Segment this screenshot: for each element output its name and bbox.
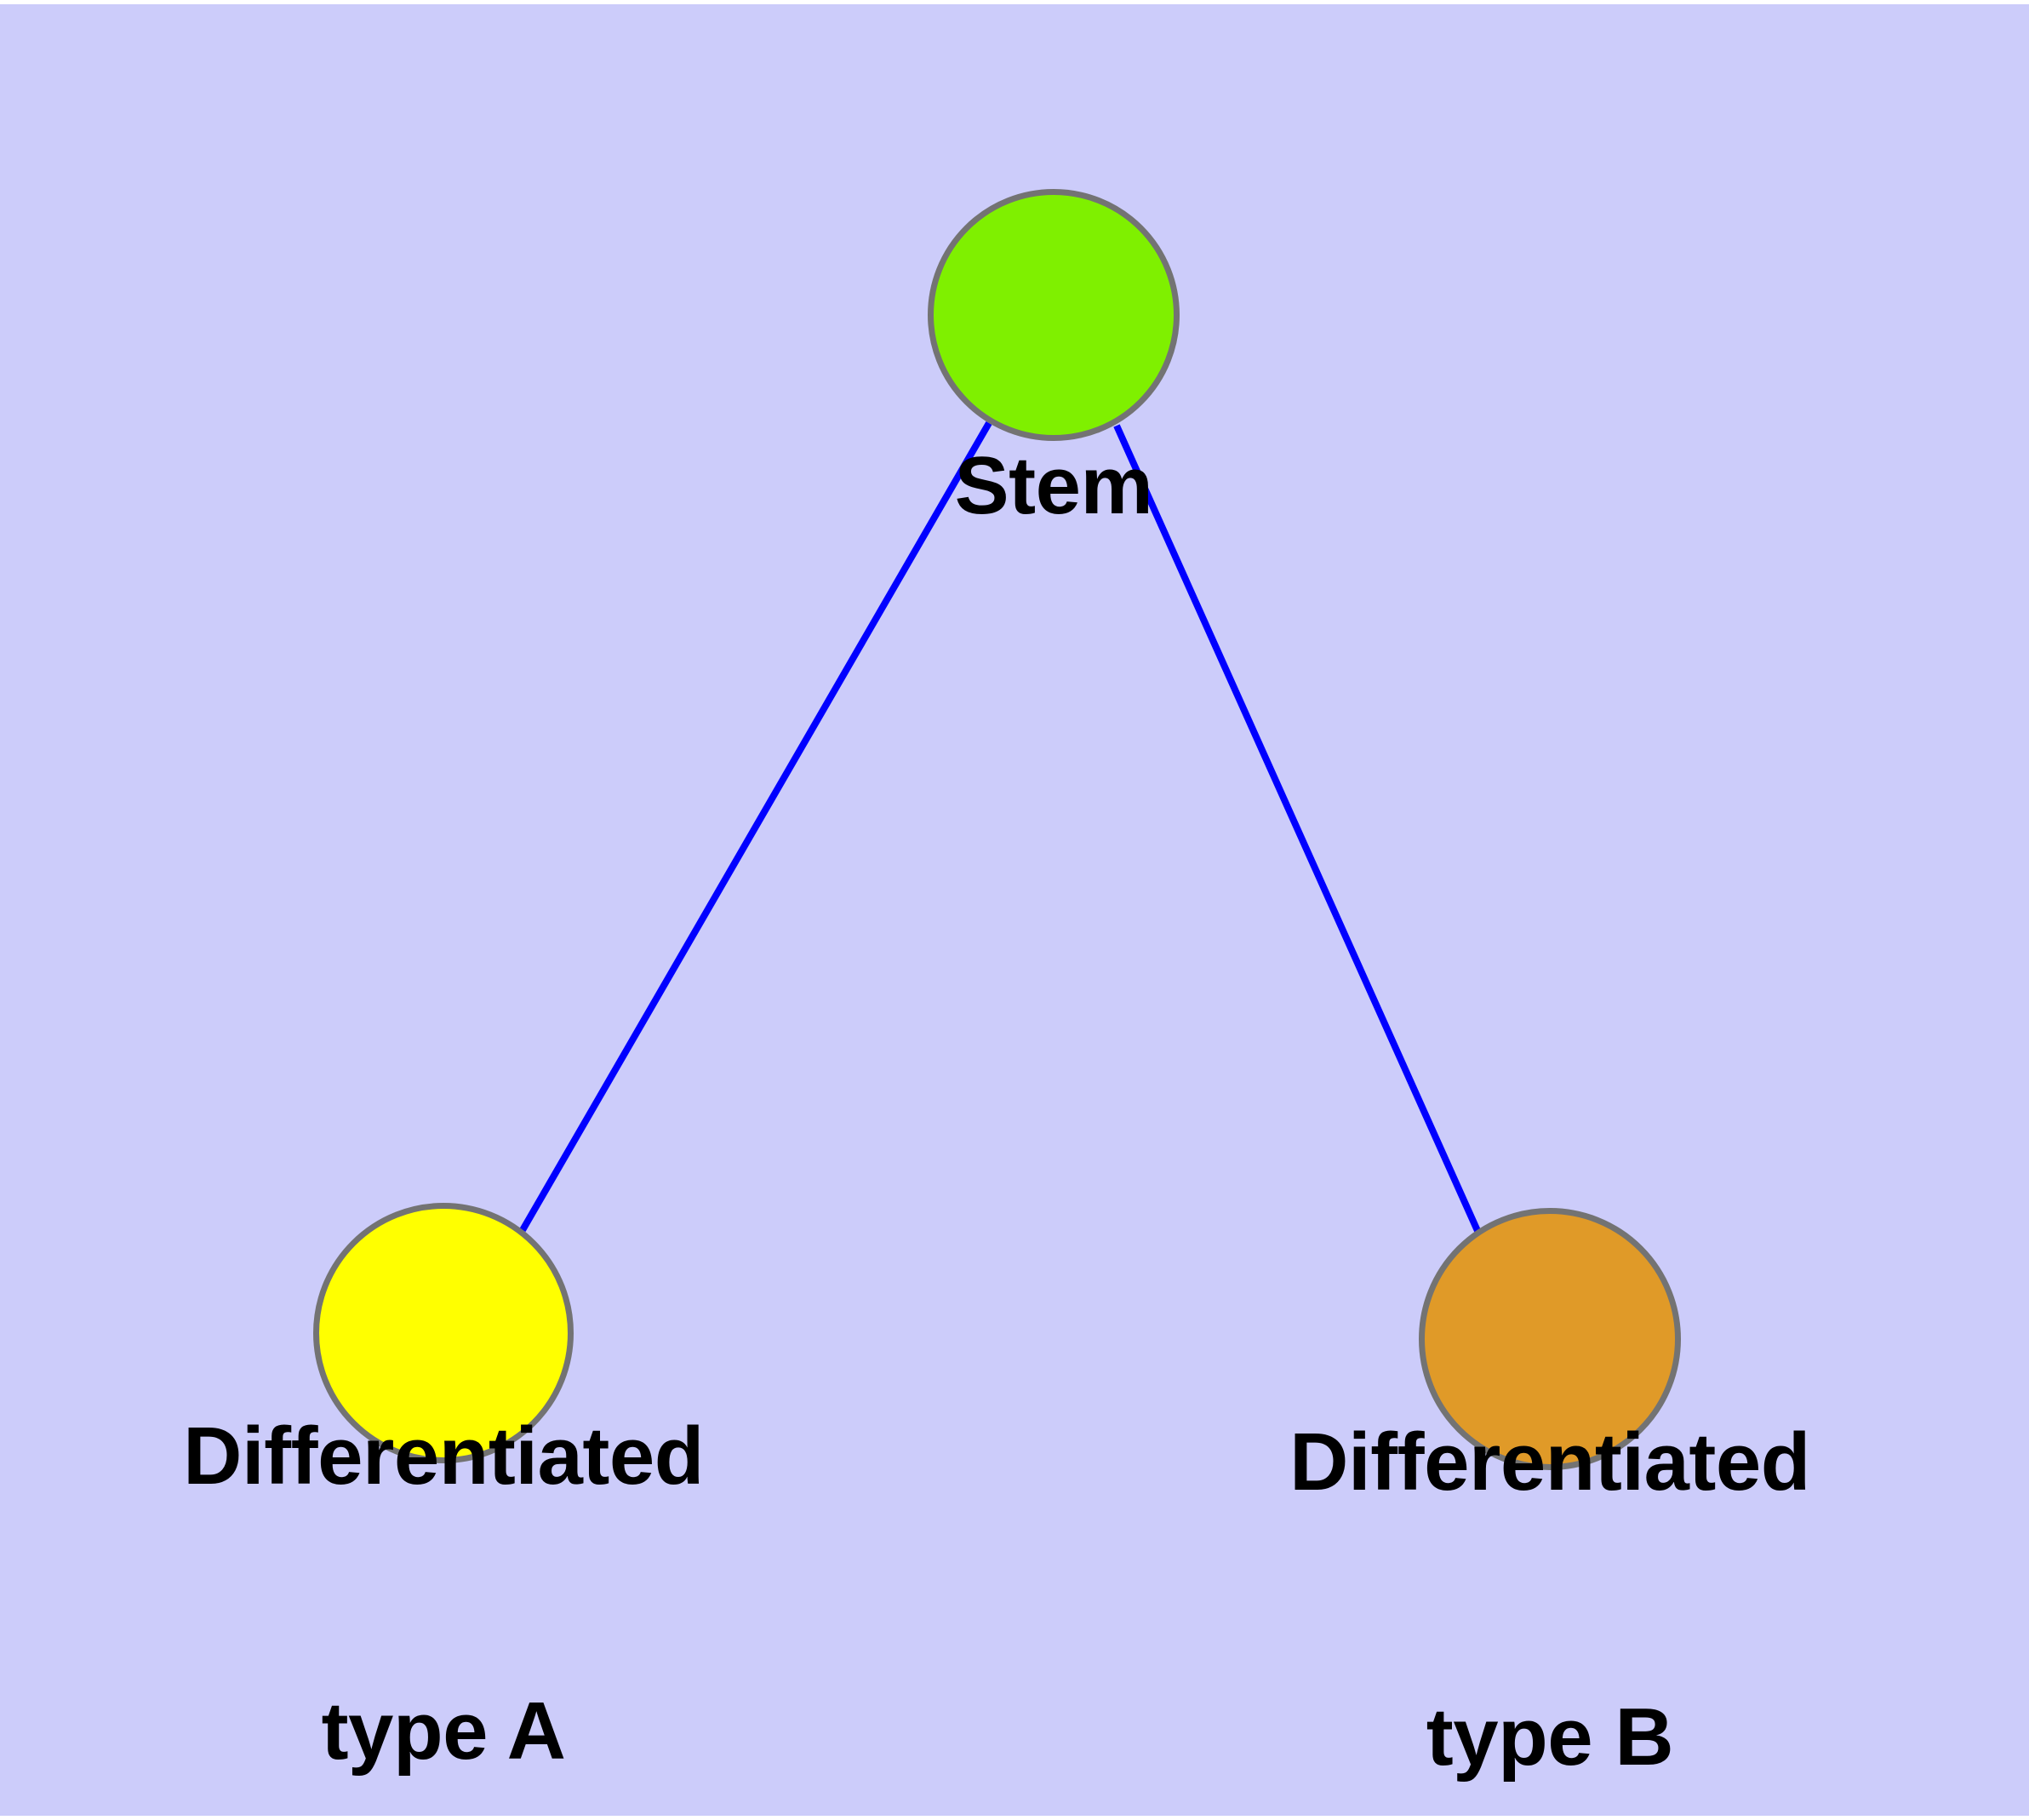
edge-stem-to-type-a[interactable]: [519, 421, 992, 1233]
node-stem-circle[interactable]: [928, 189, 1180, 441]
node-diff-type-a-circle[interactable]: [313, 1203, 574, 1463]
edges-layer: [519, 421, 1482, 1234]
node-diff-type-b-circle[interactable]: [1419, 1208, 1681, 1470]
edge-stem-to-type-b[interactable]: [1113, 424, 1482, 1234]
nodes-layer: [313, 189, 1681, 1470]
